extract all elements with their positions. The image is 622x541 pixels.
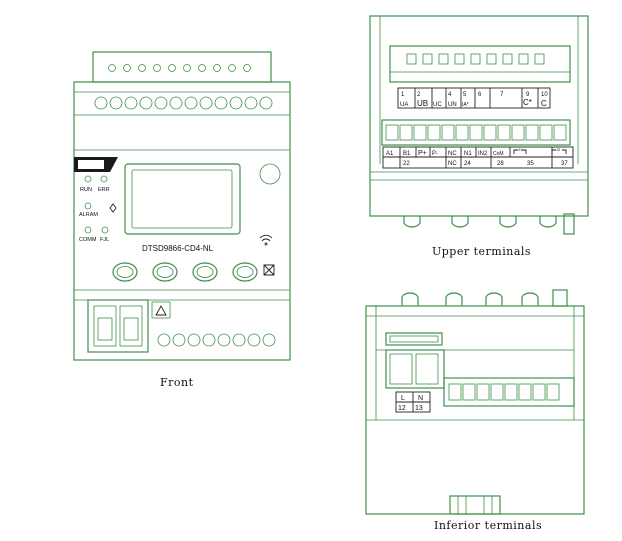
num-22: 22 [403, 161, 410, 167]
front-lower-connector [87, 299, 149, 353]
num-24: 24 [464, 161, 471, 167]
inferior-top-knobs [401, 289, 568, 307]
label-j1: J1 [518, 147, 523, 152]
front-lcd-screen [131, 169, 233, 229]
led-label-err: ERR [98, 187, 110, 193]
front-button-3[interactable] [192, 262, 218, 282]
upper-bottom-numbers: 22 NC 24 28 35 37 [403, 161, 568, 167]
upper-terminals-view: 1 2 4 5 6 7 9 10 UA UB UC UN IA* C* C [369, 15, 589, 235]
led-label-comm: COMM [79, 237, 97, 243]
upper-num-7: 7 [500, 92, 504, 98]
front-screw-terminals-bottom [157, 333, 276, 347]
inferior-top-slot [385, 332, 443, 346]
front-led-indicators: RUN ERR ALRAM COMM FJL [79, 175, 117, 243]
upper-bottom-labels: A1 B1 P+ P- NC N1 IN2 CoM J1 J2 [386, 147, 567, 157]
upper-top-numbers: 1 2 4 5 6 7 9 10 [401, 92, 548, 98]
label-nc: NC [448, 151, 457, 157]
upper-num-9: 9 [526, 92, 530, 98]
label-in2: IN2 [478, 151, 488, 157]
caption-inferior: Inferior terminals [434, 519, 543, 532]
upper-num-1: 1 [401, 92, 405, 98]
label-p-plus: P+ [418, 150, 427, 157]
num-37: 37 [561, 161, 568, 167]
num-28: 28 [497, 161, 504, 167]
front-lcd-frame [124, 163, 241, 235]
upper-top-label-strip [397, 87, 551, 109]
upper-num-6: 6 [478, 92, 482, 98]
upper-top-pins [406, 53, 545, 65]
upper-num-4: 4 [448, 92, 452, 98]
inferior-terminal-block [443, 377, 575, 407]
front-top-screw-row [108, 64, 251, 72]
label-a1: A1 [386, 151, 394, 157]
upper-num-5: 5 [463, 92, 467, 98]
label-b1: B1 [403, 151, 411, 157]
upper-bottom-knobs [403, 213, 575, 235]
power-label-n: N [418, 395, 423, 402]
inferior-terminals-view: L N 12 13 [365, 289, 585, 515]
label-n1: N1 [464, 151, 472, 157]
power-label-l: L [401, 395, 405, 402]
relay-j2-icon [551, 149, 567, 154]
num-35: 35 [527, 161, 534, 167]
signal-ia: IA* [462, 102, 469, 108]
front-body [73, 81, 291, 361]
nc-lower: NC [448, 161, 457, 167]
inferior-power-connector [385, 349, 445, 389]
front-screw-terminals-top [94, 96, 273, 110]
front-button-4[interactable] [232, 262, 258, 282]
inferior-din-clip [449, 495, 501, 515]
upper-num-2: 2 [417, 92, 421, 98]
signal-un: UN [448, 102, 457, 108]
power-num-13: 13 [415, 405, 423, 412]
warning-icon [155, 305, 167, 316]
front-buttons [112, 262, 258, 282]
model-label: DTSD9866-CD4-NL [142, 244, 214, 253]
inferior-terminal-cells [448, 383, 560, 401]
caption-upper: Upper terminals [432, 245, 532, 258]
label-p-minus: P- [432, 151, 438, 157]
warning-sticker [151, 301, 171, 319]
upper-top-connector [389, 45, 571, 83]
led-label-run: RUN [80, 187, 92, 193]
signal-uc: UC [433, 102, 442, 108]
led-label-fjl: FJL [100, 237, 109, 243]
label-com: CoM [493, 151, 504, 157]
front-button-2[interactable] [152, 262, 178, 282]
caption-front: Front [160, 376, 194, 389]
ce-mark-icon [263, 264, 275, 276]
front-button-1[interactable] [112, 262, 138, 282]
upper-body [369, 15, 589, 217]
power-num-12: 12 [398, 405, 406, 412]
wireless-icon [259, 234, 273, 246]
upper-terminal-cells [385, 124, 567, 141]
upper-top-signals: UA UB UC UN IA* C* C [400, 98, 547, 108]
upper-terminal-block [381, 119, 571, 146]
signal-ub: UB [417, 99, 428, 108]
front-top-connector [92, 51, 272, 83]
signal-c-star: C* [523, 98, 532, 107]
signal-c: C [541, 99, 547, 108]
led-label-alarm: ALRAM [79, 212, 98, 218]
alarm-symbol-icon [109, 203, 117, 213]
front-round-window [259, 163, 281, 185]
relay-j1-icon [513, 149, 527, 154]
signal-ua: UA [400, 102, 408, 108]
upper-num-10: 10 [541, 92, 548, 98]
front-view: RUN ERR ALRAM COMM FJL DTSD9866-CD4-NL [73, 51, 291, 361]
label-j2: J2 [556, 147, 561, 152]
upper-bottom-label-strip [382, 146, 574, 169]
